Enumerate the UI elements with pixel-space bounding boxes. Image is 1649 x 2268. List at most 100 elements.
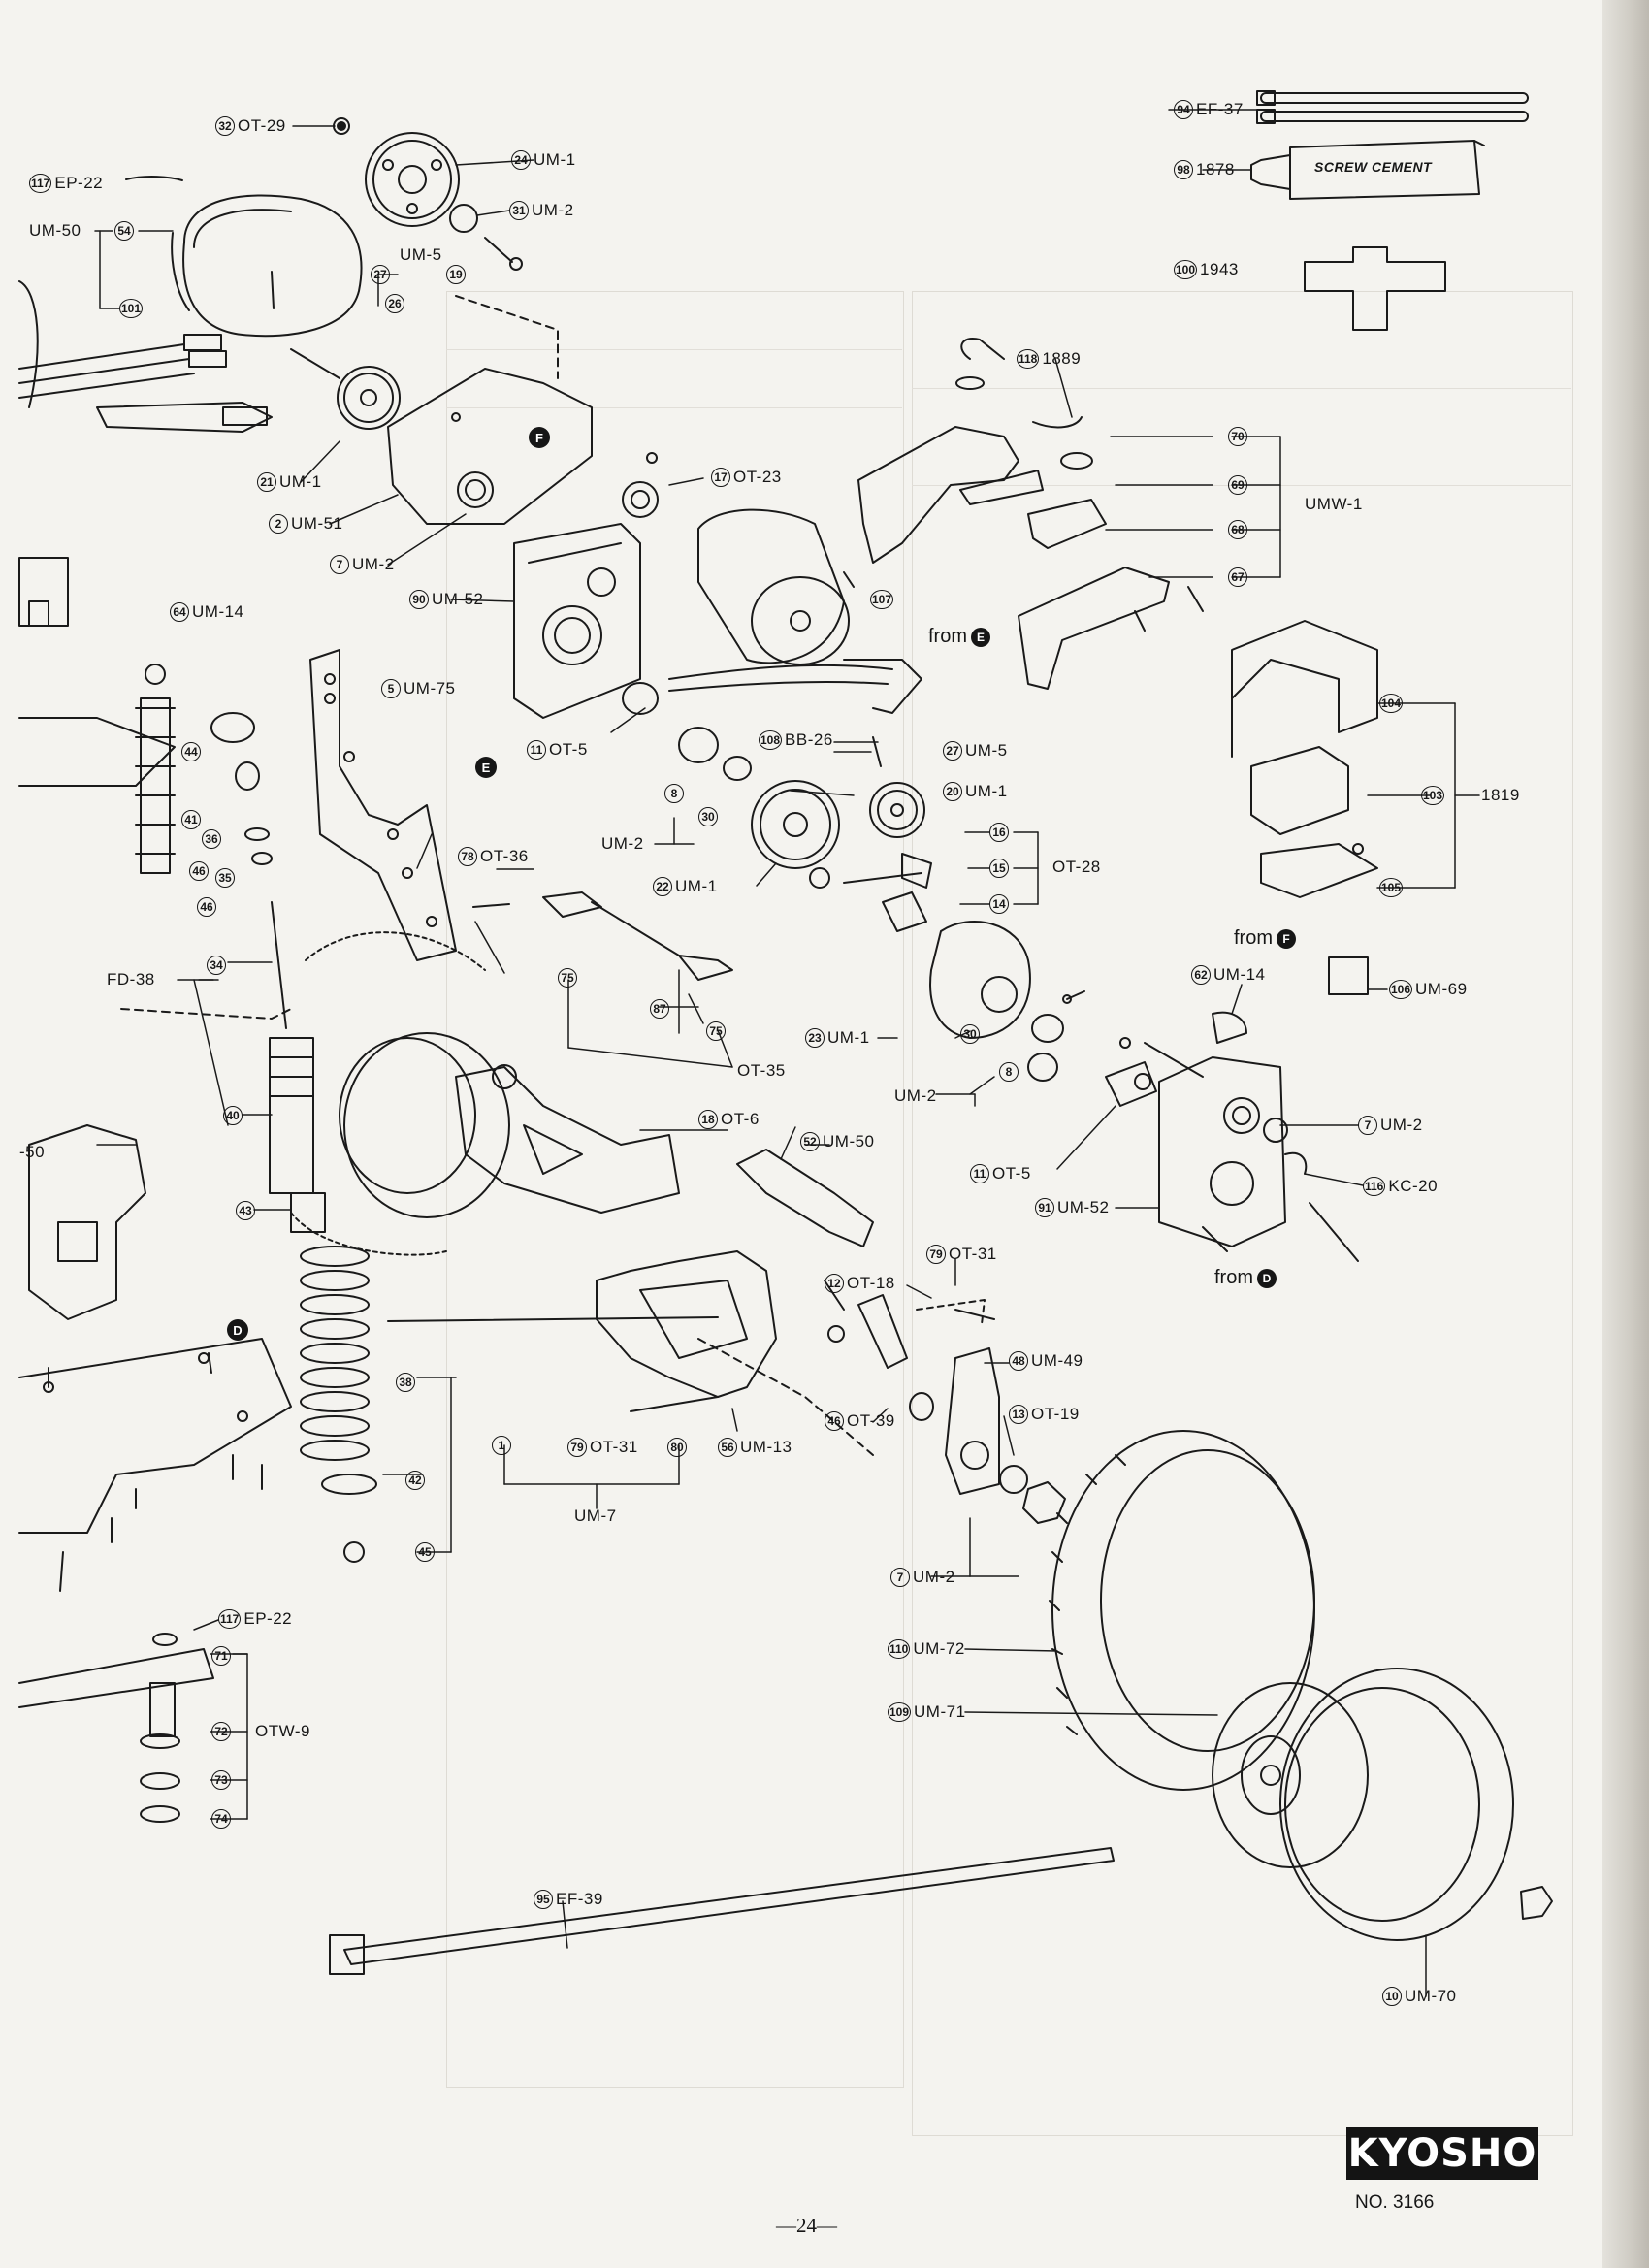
collar [449,204,478,233]
dashed-guide [455,295,559,379]
rear-suspension-arm [387,1250,777,1412]
callout-um5-top: UM-5 [400,245,442,264]
bleed-through-rule [446,407,902,408]
callout-87: 87 [650,999,672,1019]
cable-ties [1256,90,1529,124]
pinion-gear [290,348,401,430]
callout-43: 43 [236,1201,258,1220]
callout-75b: 75 [706,1021,728,1041]
servo-spacer [1328,956,1369,995]
motor-plate [387,368,593,525]
bleed-through-table [912,291,1573,2136]
differential-case [929,921,1064,1043]
set-screw-b [1119,1037,1131,1049]
callout-40: 40 [223,1106,245,1125]
body-clip [125,176,183,181]
callout-um2-mid: UM-2 [601,834,644,853]
callout-ot28: OT-28 [1052,858,1101,876]
callout-38: 38 [396,1373,418,1392]
motor-pinion-small [622,481,659,518]
bumper-block [1212,1011,1247,1044]
shock-spring [300,1246,370,1461]
drive-cup [1105,1061,1157,1107]
callout-75a: 75 [558,968,580,988]
chassis-plate [18,1338,292,1534]
bearings-stack [622,682,752,781]
spring-collar [321,1474,377,1495]
differential-gears [809,853,932,932]
callout-103: 103 [1421,786,1447,805]
callout-27-top: 27 [371,265,393,284]
callout-70: 70 [1228,427,1250,446]
hub-carrier [945,1309,1000,1495]
callout-otw9: OTW-9 [255,1722,310,1740]
page-number: —24— [776,2214,837,2237]
model-number: NO. 3166 [1355,2192,1435,2213]
callout-104: 104 [1379,694,1406,713]
spur-gear-idler [751,780,840,869]
callout-umw1: UMW-1 [1305,495,1363,513]
callout-71: 71 [211,1646,234,1666]
motor-leads [668,659,922,714]
callout-um50-top: UM-50 [29,221,81,240]
shock-shaft [271,901,287,1029]
callout-34: 34 [207,956,229,975]
antenna-wire [18,280,39,408]
cross-wrench [1304,246,1446,331]
callout-46a: 46 [189,861,211,881]
marker-e: E [475,757,497,778]
callout-67: 67 [1228,567,1250,587]
leader-lines [94,109,1480,1997]
callout-35: 35 [215,868,238,888]
bearing [1027,1053,1058,1082]
callout-46b: 46 [197,897,219,917]
marker-f: F [529,427,550,448]
callout-1: 1 [492,1436,514,1455]
callout-14: 14 [989,894,1012,914]
callout-36: 36 [202,829,224,849]
callout-8b: 8 [999,1062,1021,1082]
callout-19: 19 [446,265,469,284]
callout-107: 107 [870,590,896,609]
bearing-right [1263,1118,1288,1143]
wing-mount [857,338,1204,690]
front-shock-assembly [135,664,273,874]
callout-26: 26 [385,294,407,313]
motor-cover [171,194,363,338]
e-clip [1284,1151,1308,1175]
receiver-box [1231,620,1378,898]
bleed-through-rule [446,349,902,350]
callout-41: 41 [181,810,204,829]
callout-72: 72 [211,1722,234,1741]
marker-d: D [227,1319,248,1341]
counter-gear [869,782,925,838]
wheel-nut [1520,1886,1553,1920]
